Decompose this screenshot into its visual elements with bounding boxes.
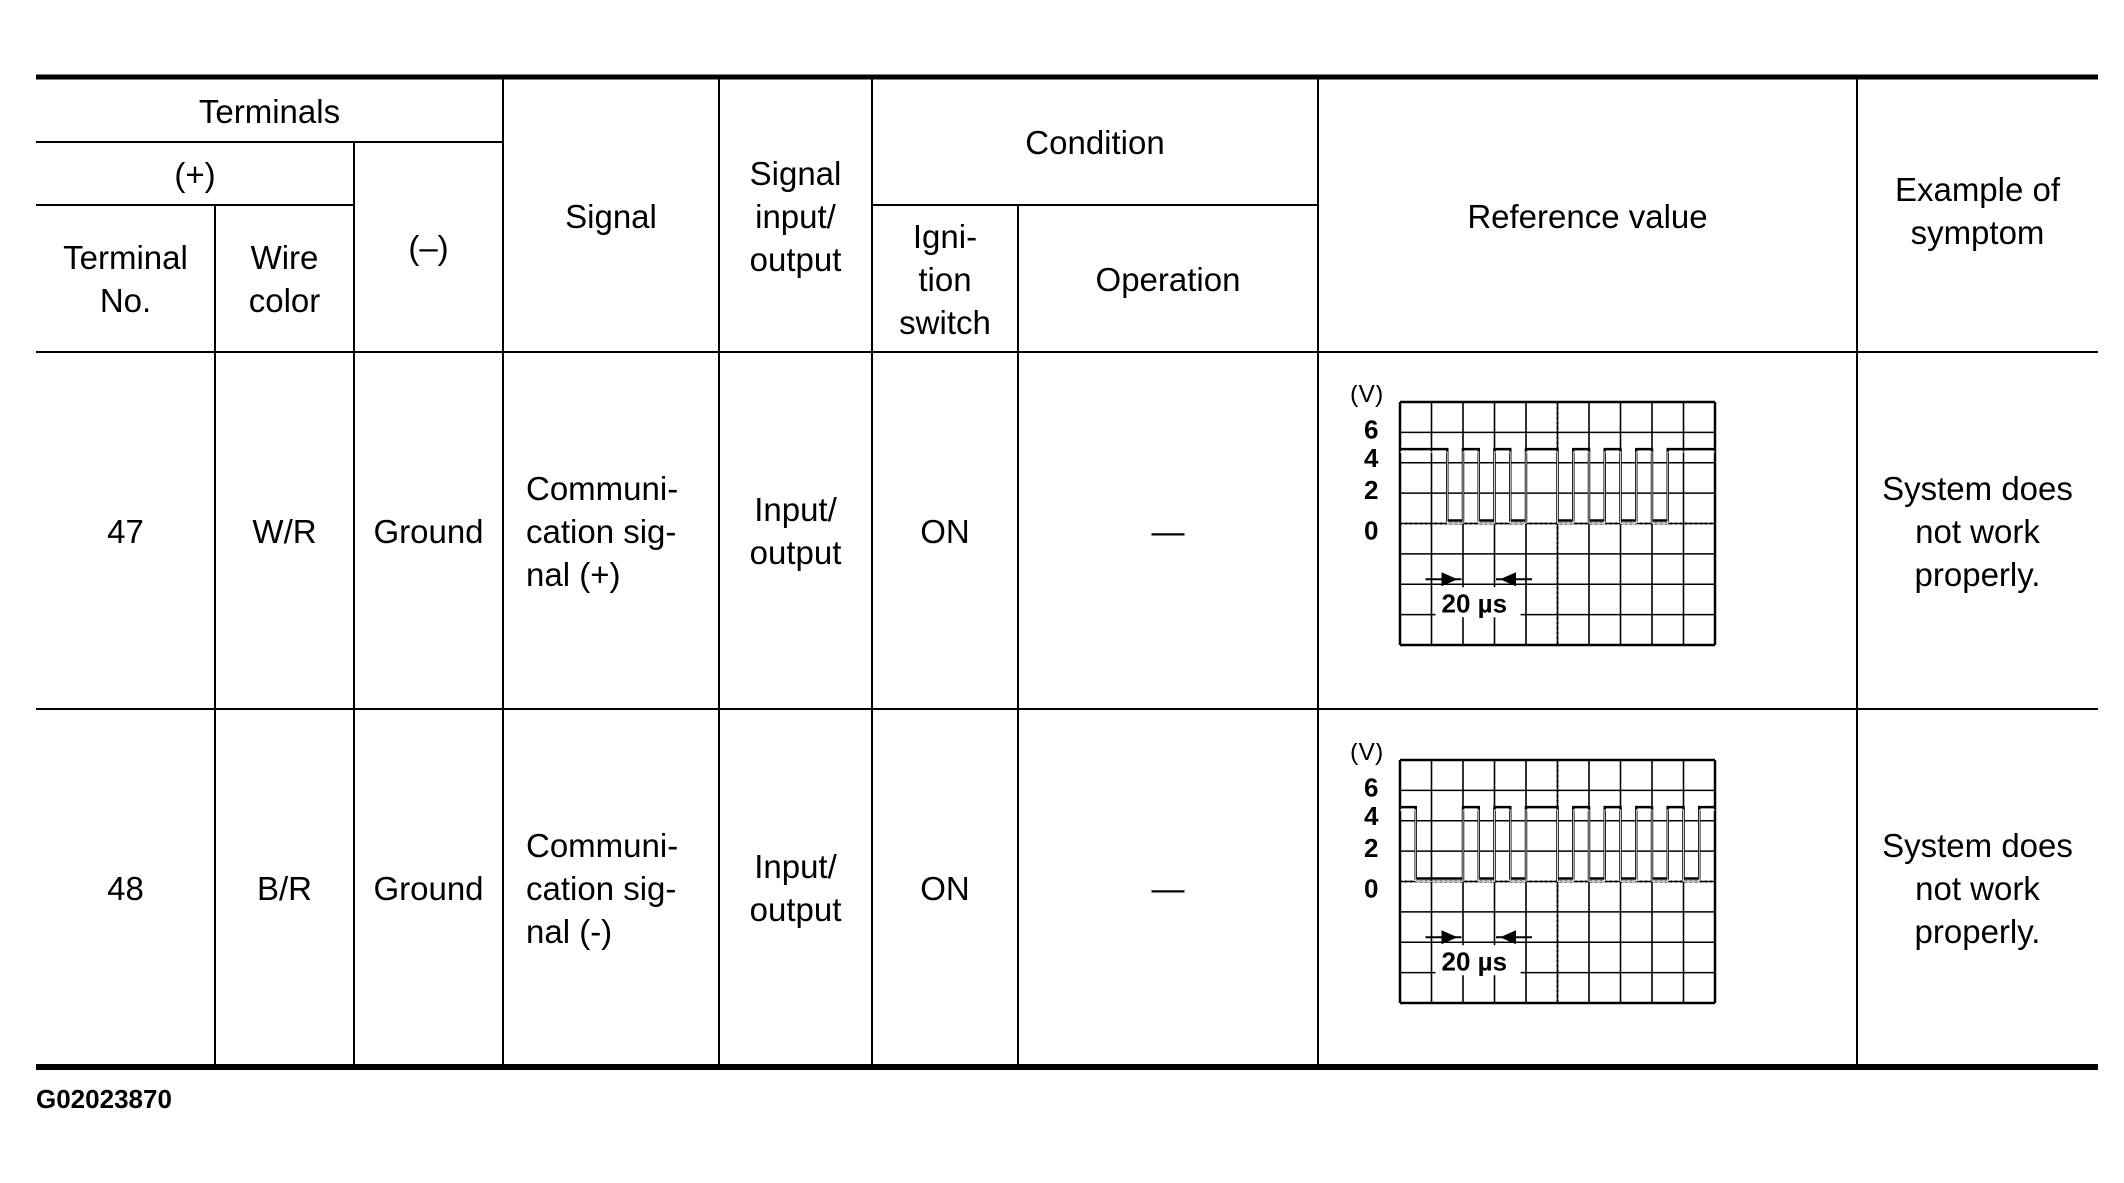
scope-y-tick-label: 2: [1364, 475, 1378, 505]
scope-y-tick-label: 0: [1364, 874, 1378, 904]
cell-ignition-switch: ON: [920, 512, 970, 550]
header-wire-color: Wire color: [248, 239, 321, 319]
cell-symptom: System does not work properly.: [1882, 469, 2073, 593]
header-condition: Condition: [1025, 124, 1165, 161]
scope-waveform-highlight: [1400, 451, 1715, 524]
header-signal: Signal: [565, 197, 657, 235]
scope-time-label: 20 µs: [1442, 588, 1508, 618]
arrow-right-icon: [1441, 930, 1458, 945]
header-minus: (–): [408, 229, 449, 266]
arrow-left-icon: [1500, 572, 1516, 587]
header-operation: Operation: [1095, 260, 1241, 298]
scope-y-tick-label: 2: [1364, 833, 1378, 863]
cell-wire-color: B/R: [256, 869, 312, 907]
cell-ignition-switch: ON: [920, 869, 970, 907]
scope-waveform-highlight: [1400, 809, 1715, 882]
scope-y-tick-label: 0: [1364, 516, 1378, 546]
cell-signal: Communi- cation sig- nal (-): [526, 826, 679, 950]
cell-wire-color: W/R: [252, 512, 317, 550]
header-terminals: Terminals: [198, 92, 341, 130]
scope-graticule: (V) 642 0 20 µs: [1350, 738, 1717, 1005]
scope-graticule: (V) 642 0 20 µs: [1350, 380, 1717, 647]
cell-operation: —: [1151, 512, 1185, 550]
header-terminal-no: Terminal No.: [63, 239, 188, 319]
header-ignition-switch: Igni- tion switch: [899, 217, 991, 341]
cell-minus: Ground: [373, 512, 484, 550]
figure-code: G02023870: [36, 1084, 172, 1114]
scope-unit-label: (V): [1350, 743, 1383, 766]
scope-y-tick-label: 6: [1364, 772, 1378, 802]
cell-signal-io: Input/ output: [749, 491, 842, 571]
cell-symptom: System does not work properly.: [1882, 826, 2073, 950]
cell-operation: —: [1151, 869, 1185, 907]
scope-y-tick-label: 4: [1364, 443, 1379, 473]
cell-minus: Ground: [373, 869, 484, 907]
arrow-left-icon: [1500, 930, 1516, 945]
scope-unit-label: (V): [1350, 385, 1383, 408]
cell-signal: Communi- cation sig- nal (+): [526, 469, 679, 593]
cell-signal-io: Input/ output: [749, 848, 842, 928]
header-example-symptom: Example of symptom: [1894, 171, 2061, 251]
header-plus: (+): [174, 155, 216, 193]
header-reference-value: Reference value: [1467, 197, 1708, 235]
cell-terminal-no: 47: [107, 512, 144, 550]
scope-y-tick-label: 6: [1364, 414, 1378, 444]
scope-time-label: 20 µs: [1442, 946, 1508, 976]
header-signal-io: Signal input/ output: [749, 154, 842, 278]
scope-y-tick-label: 4: [1364, 801, 1379, 831]
cell-terminal-no: 48: [107, 869, 144, 907]
arrow-right-icon: [1441, 572, 1458, 587]
